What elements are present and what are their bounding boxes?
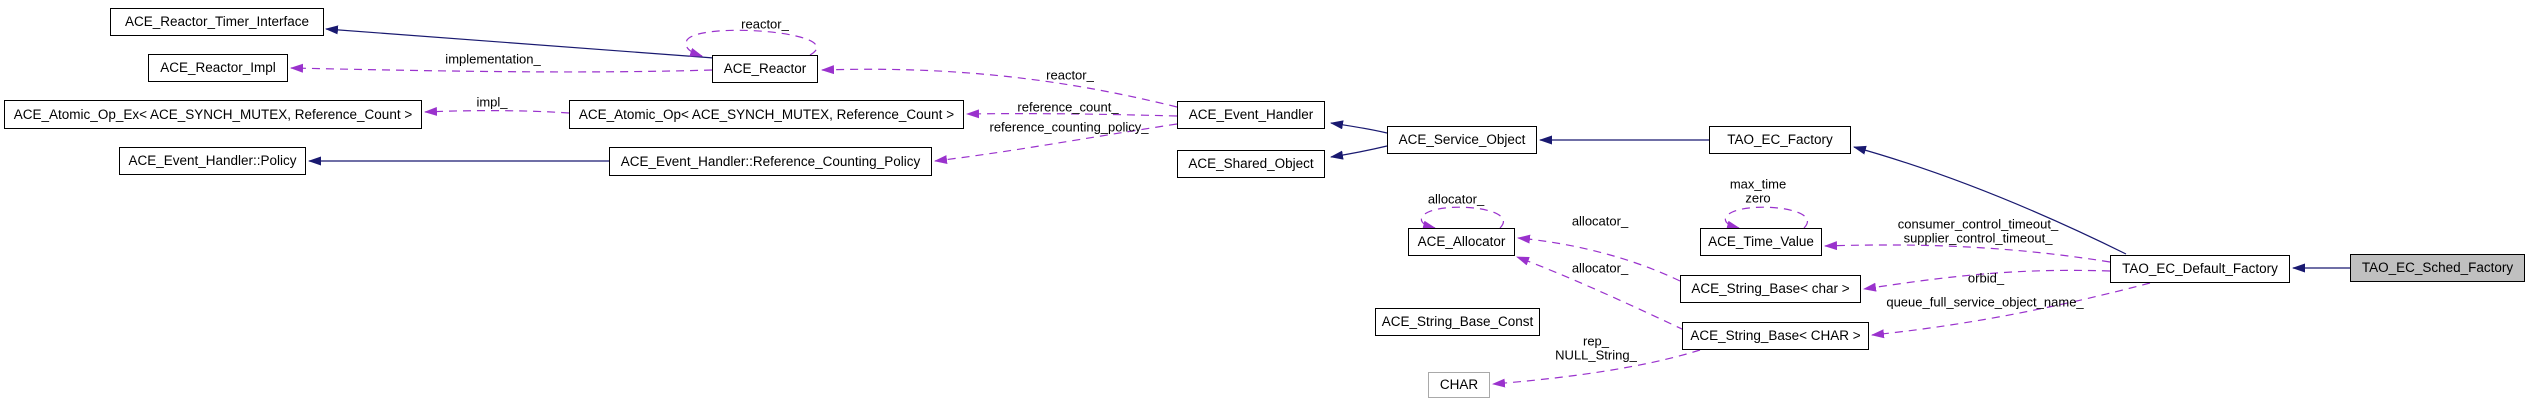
node-ace-time-value[interactable]: ACE_Time_Value (1700, 228, 1822, 256)
edge-label-time-value-self-loop-0: max_time (1729, 176, 1787, 192)
edge-label-reactor-self-loop-0: reactor_ (741, 16, 789, 32)
node-ace-event-handler[interactable]: ACE_Event_Handler (1177, 101, 1325, 129)
node-ace-atomic-op-ex[interactable]: ACE_Atomic_Op_Ex< ACE_SYNCH_MUTEX, Refer… (4, 100, 422, 129)
edge-label-string-base-CHAR-char-0: rep_ (1582, 333, 1610, 349)
edge-service-object-inherits-event-handler (1330, 120, 1388, 134)
edge-service-object-inherits-shared-object (1330, 145, 1388, 160)
node-ace-shared-object[interactable]: ACE_Shared_Object (1177, 150, 1325, 178)
edge-label-event-handler-reactor-0: reactor_ (1046, 67, 1094, 83)
node-ace-reactor-impl[interactable]: ACE_Reactor_Impl (148, 54, 288, 82)
edge-label-default-factory-queue-full-0: queue_full_service_object_name_ (1886, 294, 2084, 310)
edge-label-time-value-self-loop-1: zero (1745, 190, 1771, 206)
edge-time-value-self-loop (1724, 206, 1808, 230)
node-ace-service-object[interactable]: ACE_Service_Object (1387, 126, 1537, 154)
edge-allocator-self-loop (1420, 206, 1504, 230)
node-ace-string-base-const[interactable]: ACE_String_Base_Const (1375, 308, 1540, 336)
node-char-type: CHAR (1428, 372, 1490, 398)
edge-label-allocator-self-loop-0: allocator_ (1427, 191, 1485, 207)
edge-event-handler-reactor (821, 65, 1178, 108)
edge-label-string-base-char-allocator-0: allocator_ (1571, 213, 1629, 229)
edge-label-event-handler-ref-counting-policy-0: reference_counting_policy_ (989, 119, 1149, 135)
node-ace-reactor-timer-interface[interactable]: ACE_Reactor_Timer_Interface (110, 8, 324, 36)
node-tao-ec-sched-factory[interactable]: TAO_EC_Sched_Factory (2350, 254, 2525, 282)
node-ace-allocator[interactable]: ACE_Allocator (1408, 228, 1515, 256)
edge-label-default-factory-orbid-0: orbid_ (1967, 270, 2005, 286)
edge-default-factory-inherits-ec-factory (1853, 145, 2127, 255)
edge-label-default-factory-time-value-0: consumer_control_timeout_ (1897, 216, 2059, 232)
edge-event-handler-ref-counting-policy (934, 123, 1178, 165)
edge-reactor-inherits-timer-interface (325, 25, 715, 59)
edge-label-reactor-implementation-0: implementation_ (445, 51, 541, 67)
node-ace-reactor[interactable]: ACE_Reactor (712, 55, 818, 83)
edge-default-factory-time-value (1824, 241, 2111, 263)
edge-default-factory-orbid (1863, 269, 2111, 292)
node-ace-string-base-char-instance[interactable]: ACE_String_Base< char > (1680, 275, 1861, 303)
edge-reactor-self-loop (685, 29, 818, 57)
node-ace-string-base-char-template[interactable]: ACE_String_Base< CHAR > (1682, 322, 1869, 350)
node-tao-ec-default-factory[interactable]: TAO_EC_Default_Factory (2110, 255, 2290, 283)
edge-default-factory-queue-full (1871, 282, 2151, 339)
edge-reactor-implementation (290, 63, 713, 73)
edge-label-string-base-CHAR-allocator-0: allocator_ (1571, 260, 1629, 276)
edge-label-atomic-op-impl-0: impl_ (476, 94, 508, 110)
edge-label-default-factory-time-value-1: supplier_control_timeout_ (1903, 230, 2053, 246)
node-ace-eh-reference-counting-policy[interactable]: ACE_Event_Handler::Reference_Counting_Po… (609, 147, 932, 176)
node-ace-event-handler-policy[interactable]: ACE_Event_Handler::Policy (119, 147, 306, 175)
edge-atomic-op-impl (424, 106, 570, 116)
edge-label-string-base-CHAR-char-1: NULL_String_ (1555, 347, 1637, 363)
edge-event-handler-reference-count (966, 109, 1178, 119)
edge-label-event-handler-reference-count-0: reference_count_ (1017, 99, 1119, 115)
node-tao-ec-factory[interactable]: TAO_EC_Factory (1709, 126, 1851, 154)
node-ace-atomic-op[interactable]: ACE_Atomic_Op< ACE_SYNCH_MUTEX, Referenc… (569, 100, 964, 129)
edge-string-base-CHAR-char (1492, 349, 1701, 388)
edge-string-base-char-allocator (1517, 234, 1681, 282)
